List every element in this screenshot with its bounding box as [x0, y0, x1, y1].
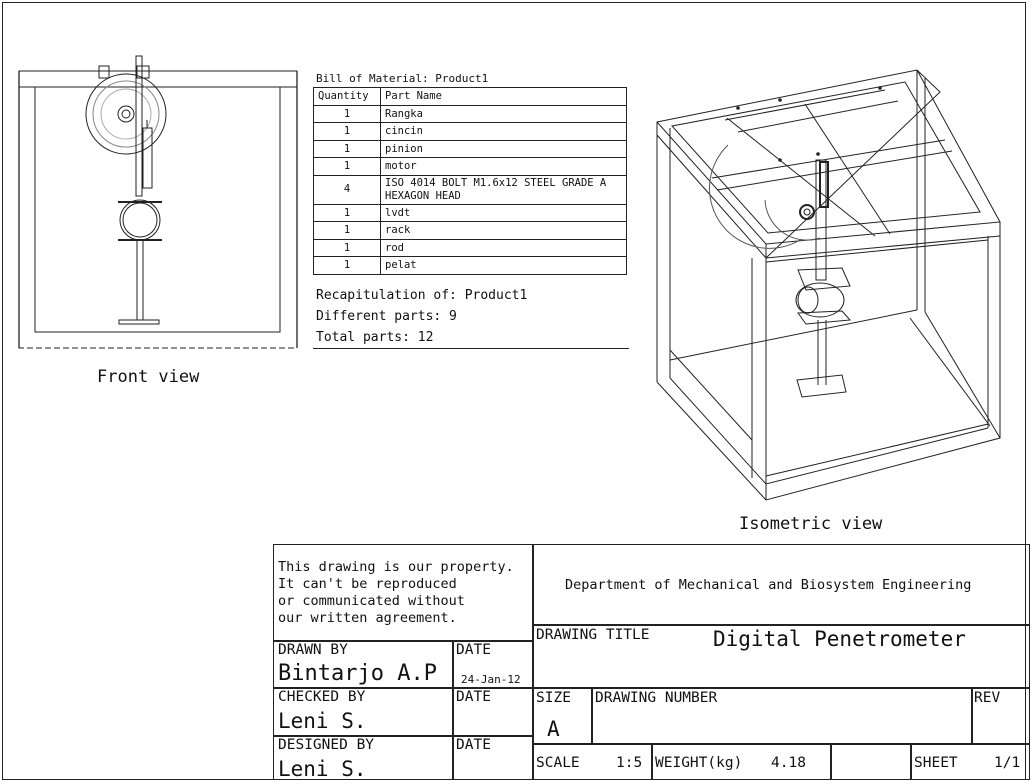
bom-part: lvdt: [380, 203, 627, 222]
front-view-label: Front view: [97, 367, 200, 387]
department-name: Department of Mechanical and Biosystem E…: [565, 577, 972, 593]
drawn-date-value: 24-Jan-12: [461, 673, 521, 686]
bom-part: pelat: [380, 256, 627, 275]
recap-title: Recapitulation of: Product1: [316, 288, 528, 303]
sheet-label: SHEET: [914, 755, 958, 771]
checked-by-label: CHECKED BY: [278, 689, 366, 705]
title-block: This drawing is our property. It can't b…: [273, 544, 1030, 781]
drawing-number-label: DRAWING NUMBER: [595, 690, 718, 706]
bom-qty: 1: [313, 122, 381, 141]
weight-value: 4.18: [771, 755, 806, 771]
bom-qty: 1: [313, 256, 381, 275]
bom-qty: 1: [313, 104, 381, 123]
designed-date-label: DATE: [456, 737, 491, 753]
front-view-drawing: [18, 55, 298, 349]
property-line-1: This drawing is our property.: [278, 559, 514, 575]
bom-qty: 1: [313, 157, 381, 176]
isometric-view-label: Isometric view: [739, 514, 883, 534]
size-label: SIZE: [536, 690, 571, 706]
bom-header-quantity: Quantity: [313, 87, 381, 106]
scale-value: 1:5: [616, 755, 643, 771]
rev-label: REV: [974, 690, 1001, 706]
size-value: A: [547, 717, 560, 741]
designed-by-label: DESIGNED BY: [278, 737, 375, 753]
drawing-title: Digital Penetrometer: [713, 627, 966, 651]
bom-qty: 1: [313, 238, 381, 257]
property-line-2: It can't be reproduced: [278, 576, 457, 592]
bom-part: cincin: [380, 122, 627, 141]
drawing-title-label: DRAWING TITLE: [536, 627, 650, 643]
bom-part: motor: [380, 157, 627, 176]
drawn-date-label: DATE: [456, 642, 491, 658]
checked-date-label: DATE: [456, 689, 491, 705]
designed-by-value: Leni S.: [278, 757, 367, 781]
weight-label: WEIGHT(kg): [655, 755, 743, 771]
bom-qty: 1: [313, 139, 381, 158]
bom-part: pinion: [380, 139, 627, 158]
bom-qty: 1: [313, 203, 381, 222]
bom-part-line1: ISO 4014 BOLT M1.6x12 STEEL GRADE A: [385, 176, 607, 189]
recap-total-parts: Total parts: 12: [316, 330, 434, 345]
bom-part-line2: HEXAGON HEAD: [385, 189, 461, 202]
sheet-value: 1/1: [994, 755, 1021, 771]
bom-part: rod: [380, 238, 627, 257]
bom-qty: 1: [313, 221, 381, 240]
property-line-3: or communicated without: [278, 593, 465, 609]
recap-divider: [313, 348, 629, 349]
bom-caption: Bill of Material: Product1: [316, 72, 489, 85]
bom-header-row: Quantity Part Name: [313, 87, 627, 106]
bom-part: rack: [380, 221, 627, 240]
drawn-by-label: DRAWN BY: [278, 642, 348, 658]
bom-qty: 4: [313, 174, 381, 205]
recap-different-parts: Different parts: 9: [316, 309, 457, 324]
bom-header-part-name: Part Name: [380, 87, 627, 106]
scale-label: SCALE: [536, 755, 580, 771]
checked-by-value: Leni S.: [278, 709, 367, 733]
drawn-by-value: Bintarjo A.P: [278, 661, 437, 686]
bom-part: Rangka: [380, 104, 627, 123]
property-line-4: our written agreement.: [278, 610, 457, 626]
isometric-view-drawing: [656, 69, 1001, 501]
